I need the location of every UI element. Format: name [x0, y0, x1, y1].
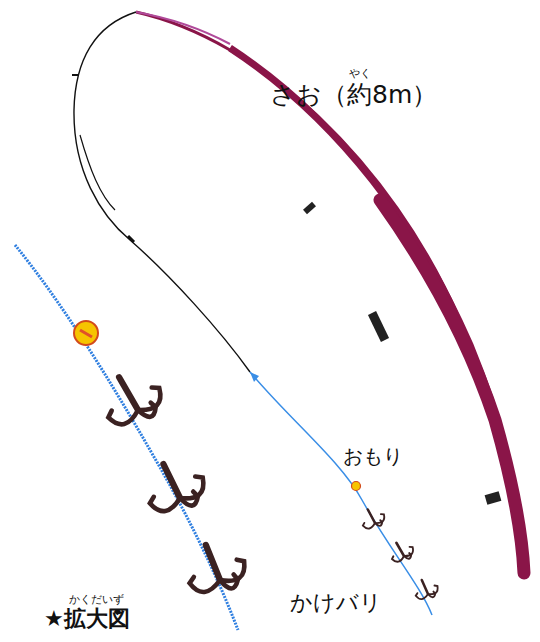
enlarged-hook [94, 363, 170, 436]
swivel [250, 372, 259, 382]
hook-label: かけバリ [290, 592, 382, 614]
rod-band [305, 204, 314, 212]
line-knot [72, 74, 78, 76]
line-loop [80, 135, 115, 210]
treble-hook [357, 504, 388, 533]
rod-band [486, 496, 500, 500]
treble-hook [411, 575, 441, 603]
ruby-reading: かくだいず [69, 594, 124, 605]
enlarged-view-label: ★拡大図 [44, 608, 130, 630]
rod-label: さお（約8m） [270, 82, 437, 107]
enlarged-hook [179, 534, 252, 603]
enlarged-sinker [74, 321, 98, 345]
main-line [74, 12, 250, 372]
enlarged-hook [137, 451, 212, 522]
sinker-label: おもり [343, 446, 403, 466]
rod-tip-color [136, 12, 230, 44]
rod-tip [136, 12, 524, 573]
enlarged-line [15, 245, 238, 630]
sinker-mark [80, 330, 92, 337]
sinker [352, 482, 361, 491]
ruby-reading: やく [349, 68, 371, 79]
line-knot [128, 236, 134, 242]
leader-line [250, 372, 432, 615]
treble-hook [386, 537, 417, 566]
rod-butt [380, 200, 524, 573]
rod-mid [230, 48, 524, 573]
rod-grip [372, 313, 385, 340]
